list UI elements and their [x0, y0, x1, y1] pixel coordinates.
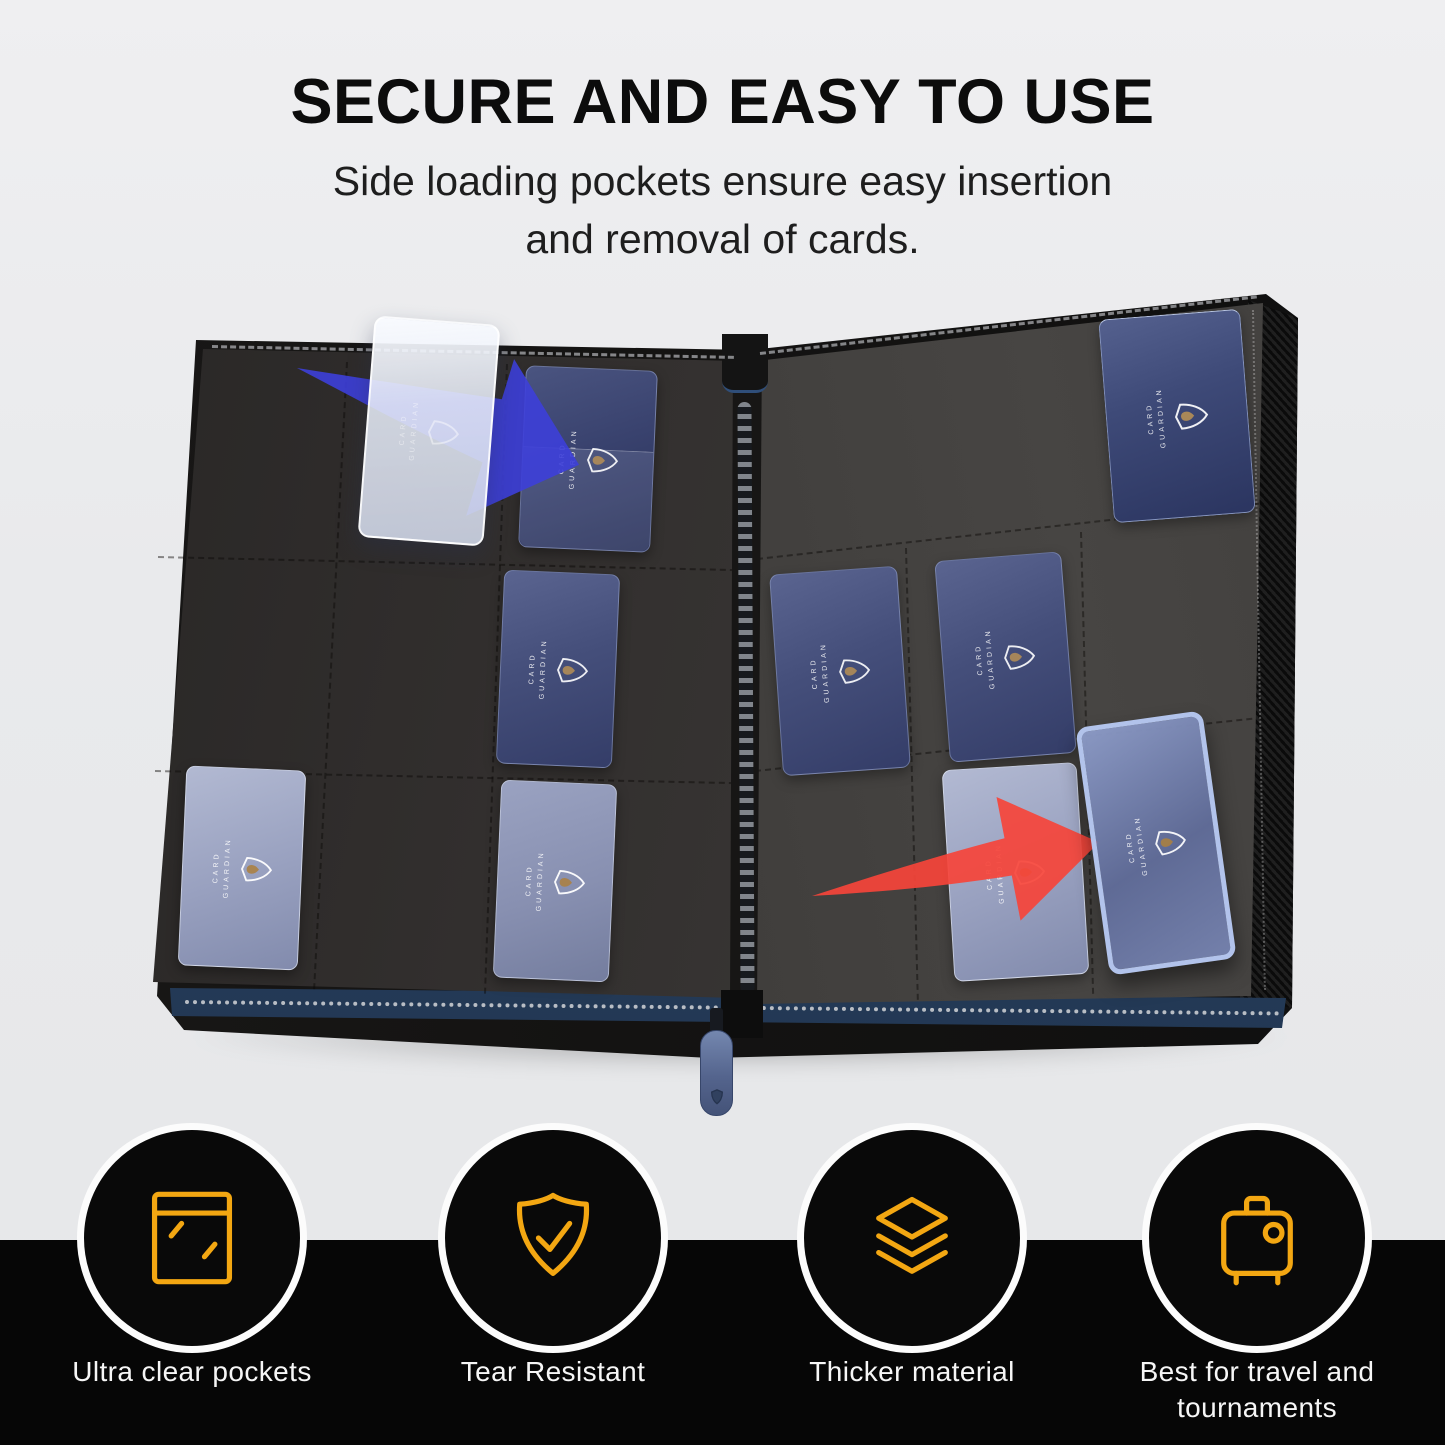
brand-word: GUARDIAN — [568, 427, 578, 489]
shield-logo-icon — [838, 658, 870, 683]
zipper-slider — [710, 1008, 723, 1036]
layers-icon — [876, 1196, 948, 1274]
brand-word: GUARDIAN — [538, 637, 548, 699]
page-subtitle: Side loading pockets ensure easy inserti… — [0, 152, 1445, 268]
page-title: SECURE AND EASY TO USE — [290, 67, 1155, 137]
pocket-icon — [151, 1191, 233, 1285]
shield-logo-icon — [710, 1089, 723, 1105]
shield-logo-icon — [556, 657, 588, 682]
shield-logo-icon — [1174, 402, 1208, 429]
subtitle-line-1: Side loading pockets ensure easy inserti… — [332, 158, 1113, 204]
feature-label-travel: Best for travel and tournaments — [1067, 1354, 1445, 1426]
feature-circle-material — [797, 1123, 1027, 1353]
brand-word: GUARDIAN — [222, 836, 232, 898]
brand-word: GUARDIAN — [995, 842, 1006, 904]
feature-label-tear: Tear Resistant — [363, 1354, 743, 1390]
spine-top-tab — [722, 334, 768, 393]
feature-label-line: tournaments — [1176, 1392, 1338, 1423]
feature-circle-pockets — [77, 1123, 307, 1353]
shield-logo-icon — [1004, 644, 1036, 669]
feature-circle-travel — [1142, 1123, 1372, 1353]
shield-logo-icon — [586, 447, 618, 472]
subtitle-line-2: and removal of cards. — [525, 216, 920, 262]
shield-logo-icon — [1014, 859, 1046, 884]
shield-logo-icon — [240, 856, 272, 881]
zipper-pull — [700, 1030, 733, 1116]
feature-label-text: Ultra clear pockets — [72, 1356, 312, 1387]
shield-logo-icon — [427, 419, 459, 444]
feature-label-text: Thicker material — [809, 1356, 1015, 1387]
shield-logo-icon — [553, 869, 585, 894]
brand-word: GUARDIAN — [535, 849, 545, 911]
suitcase-icon — [1221, 1195, 1293, 1286]
feature-label-line: Best for travel and — [1139, 1356, 1375, 1387]
shield-logo-icon — [1154, 830, 1186, 855]
feature-label-pockets: Ultra clear pockets — [2, 1354, 382, 1390]
feature-circle-tear — [438, 1123, 668, 1353]
feature-label-text: Tear Resistant — [460, 1356, 646, 1387]
feature-label-material: Thicker material — [722, 1354, 1102, 1390]
shield-check-icon — [516, 1192, 590, 1276]
spine-bottom-tab — [721, 990, 763, 1038]
